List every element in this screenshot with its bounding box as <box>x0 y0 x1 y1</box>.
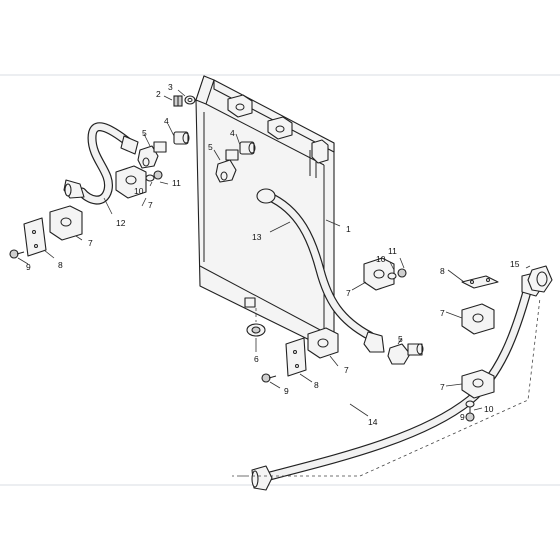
washer-10-right <box>465 400 475 408</box>
callout-7b: 7 <box>88 238 93 248</box>
callout-9c: 9 <box>460 412 465 422</box>
callout-4b: 4 <box>230 128 235 138</box>
plate-8-lower <box>285 337 307 377</box>
fitting-15 <box>527 265 553 293</box>
plug-2 <box>173 95 183 107</box>
bolt-9-left <box>9 249 25 259</box>
callout-7e: 7 <box>344 365 349 375</box>
callout-10b: 10 <box>376 254 386 264</box>
bolt-9-lower <box>261 373 277 383</box>
clamp-7-right <box>461 303 495 335</box>
callout-7c: 7 <box>346 288 351 298</box>
callout-8c: 8 <box>314 380 319 390</box>
callout-10c: 10 <box>484 404 494 414</box>
plate-8-left <box>23 217 47 257</box>
nut-11-middle <box>397 268 407 278</box>
hose-14 <box>232 271 545 491</box>
callout-11b: 11 <box>388 246 397 256</box>
callout-11a: 11 <box>172 178 181 188</box>
callout-4a: 4 <box>164 116 169 126</box>
clamp-7-center <box>363 257 395 291</box>
clamp-7-lower <box>307 327 339 359</box>
callout-3: 3 <box>168 82 173 92</box>
plate-8-right <box>461 275 499 289</box>
washer-10-middle <box>387 272 397 280</box>
elbow-5-middle <box>215 149 239 183</box>
leader-lines <box>17 89 531 417</box>
callout-15: 15 <box>510 259 520 269</box>
elbow-5-lower <box>387 343 424 365</box>
callout-12: 12 <box>116 218 126 228</box>
callout-7f: 7 <box>440 382 445 392</box>
washer-3 <box>184 95 196 105</box>
callout-10a: 10 <box>134 186 144 196</box>
callout-7d: 7 <box>440 308 445 318</box>
callout-6: 6 <box>254 354 259 364</box>
callout-1: 1 <box>346 224 351 234</box>
callout-5a: 5 <box>142 128 147 138</box>
clamp-7-bottom <box>461 369 495 399</box>
adapter-4-right <box>239 141 256 155</box>
oil-cooler-radiator <box>195 75 335 353</box>
drain-plug-6 <box>246 308 266 337</box>
callout-7a: 7 <box>148 200 153 210</box>
hose-13 <box>256 188 385 353</box>
adapter-4-left <box>173 131 190 145</box>
callout-8b: 8 <box>440 266 445 276</box>
bolt-9-right <box>465 407 475 422</box>
callout-13: 13 <box>252 232 262 242</box>
callout-8a: 8 <box>58 260 63 270</box>
callout-14: 14 <box>368 417 378 427</box>
callout-9b: 9 <box>284 386 289 396</box>
washer-10-upper <box>145 174 155 182</box>
clamp-7-upper-left <box>115 165 147 199</box>
nut-11-upper <box>153 170 163 180</box>
callout-9a: 9 <box>26 262 31 272</box>
callout-5c: 5 <box>398 334 403 344</box>
callout-2: 2 <box>156 89 161 99</box>
clamp-7-left <box>49 205 83 241</box>
hose-12 <box>63 122 139 205</box>
callout-labels: 1 2 3 4 4 5 5 5 6 7 7 7 7 7 7 8 8 8 9 9 … <box>26 82 520 427</box>
callout-5b: 5 <box>208 142 213 152</box>
elbow-5-left <box>137 141 167 169</box>
